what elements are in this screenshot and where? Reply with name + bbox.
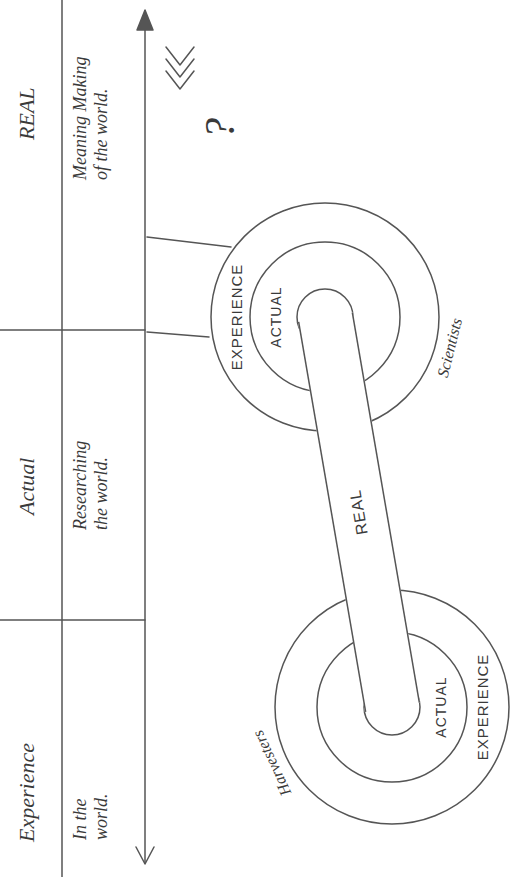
arrow-fletching — [166, 47, 194, 89]
table-cell: Meaning Making of the world. — [70, 50, 111, 180]
label-holder: Experience — [14, 743, 39, 842]
ring-label: EXPERIENCE — [474, 654, 491, 761]
leader-line — [147, 332, 209, 337]
tube-fill — [297, 312, 419, 711]
ring-label: ACTUAL — [433, 676, 449, 737]
axis-arrow-line — [144, 11, 146, 863]
tube-node: REAL — [297, 312, 419, 711]
column-divider — [0, 329, 145, 331]
label-holder: REAL — [14, 87, 39, 140]
text-holder: ACTUAL — [268, 286, 284, 347]
label-holder: ? — [196, 118, 244, 139]
column-heading: Experience — [14, 743, 39, 842]
table-cell: Researching the world. — [70, 418, 111, 530]
question-mark: ? — [196, 118, 244, 139]
text-holder: EXPERIENCE — [228, 264, 245, 371]
ring-label: EXPERIENCE — [228, 264, 245, 371]
label-holder: In the world. — [70, 762, 111, 840]
column-heading: Actual — [14, 458, 39, 515]
text-holder: ACTUAL — [433, 676, 449, 737]
label-holder: Actual — [14, 458, 39, 515]
column-divider — [0, 619, 145, 621]
arrow-head — [137, 10, 153, 30]
arrow-tail-head — [136, 847, 154, 864]
leader-line — [147, 237, 231, 247]
ring-label: ACTUAL — [268, 286, 284, 347]
text-holder: EXPERIENCE — [474, 654, 491, 761]
table-rule — [61, 0, 63, 877]
column-heading: REAL — [14, 87, 39, 140]
label-holder: Meaning Making of the world. — [70, 50, 111, 180]
label-holder: Researching the world. — [70, 418, 111, 530]
table-cell: In the world. — [70, 762, 111, 840]
